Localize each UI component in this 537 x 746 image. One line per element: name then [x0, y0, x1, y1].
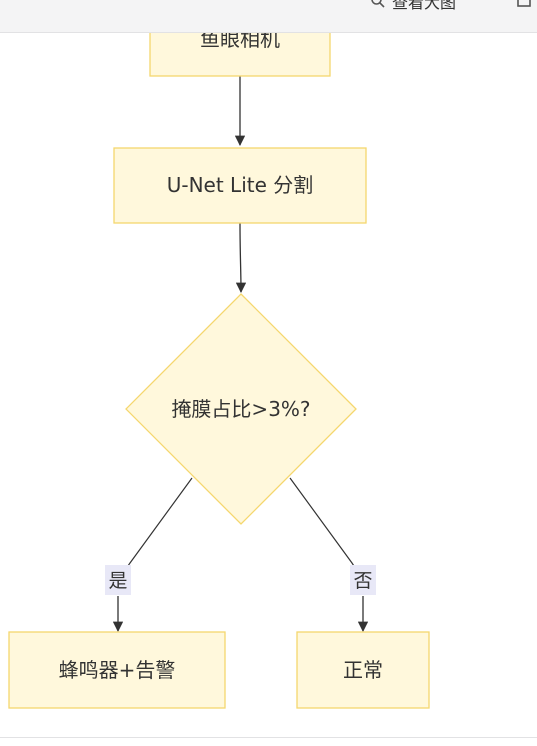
- view-large-button[interactable]: 查看大图: [370, 0, 457, 12]
- svg-text:正常: 正常: [343, 658, 383, 682]
- magnifier-icon: [370, 0, 386, 9]
- svg-text:掩膜占比>3%?: 掩膜占比>3%?: [171, 397, 310, 421]
- node-decision: 掩膜占比>3%?: [125, 293, 357, 525]
- edge-label-yes: 是: [105, 565, 131, 595]
- svg-text:否: 否: [353, 570, 372, 592]
- flowchart-canvas: 是 否 鱼眼相机 U-Net Lite 分割 掩膜占比>3%? 蜂鸣器+告警: [0, 33, 537, 737]
- node-unet: U-Net Lite 分割: [113, 147, 367, 224]
- bottom-divider: [0, 737, 537, 738]
- toolbar: 查看大图: [0, 0, 537, 33]
- edge-unet-decision: [235, 222, 247, 294]
- flowchart: 是 否 鱼眼相机 U-Net Lite 分割 掩膜占比>3%? 蜂鸣器+告警: [8, 33, 430, 709]
- node-alarm: 蜂鸣器+告警: [8, 631, 226, 709]
- svg-text:鱼眼相机: 鱼眼相机: [200, 33, 280, 51]
- edge-decision-alarm: [117, 477, 193, 581]
- svg-text:是: 是: [108, 570, 127, 592]
- svg-text:U-Net Lite 分割: U-Net Lite 分割: [167, 173, 314, 197]
- svg-text:蜂鸣器+告警: 蜂鸣器+告警: [59, 658, 176, 682]
- edge-label-no: 否: [350, 565, 376, 595]
- view-large-label: 查看大图: [392, 0, 457, 12]
- expand-icon[interactable]: [516, 0, 532, 8]
- node-camera: 鱼眼相机: [149, 33, 331, 77]
- edge-decision-normal: [289, 477, 364, 581]
- node-normal: 正常: [296, 631, 430, 709]
